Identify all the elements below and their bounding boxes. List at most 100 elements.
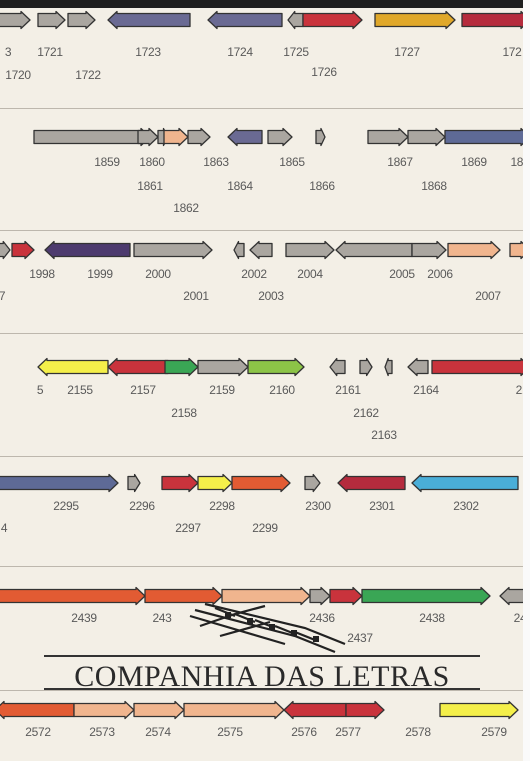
- gene-label: 2158: [171, 406, 197, 420]
- track-divider: [0, 566, 530, 567]
- gene-label: 243: [152, 611, 172, 625]
- gene-arrow: [359, 357, 373, 377]
- logo-bottom-rule: [44, 688, 480, 690]
- gene-label: 1859: [94, 155, 120, 169]
- gene-arrow: [329, 586, 363, 606]
- gene-arrow: [197, 473, 233, 493]
- gene-label: 2573: [89, 725, 115, 739]
- gene-label: 2301: [369, 499, 395, 513]
- gene-label: 2005: [389, 267, 415, 281]
- gene-arrow: [287, 10, 304, 30]
- gene-arrow: [315, 127, 326, 147]
- gene-label: 1863: [203, 155, 229, 169]
- gene-arrow: [133, 240, 213, 260]
- gene-label: 2298: [209, 499, 235, 513]
- gene-arrow: [309, 586, 331, 606]
- gene-label: 3: [4, 45, 12, 59]
- gene-label: 2577: [335, 725, 361, 739]
- gene-label: 172: [502, 45, 522, 59]
- gene-label: 2302: [453, 499, 479, 513]
- track-6: [0, 586, 530, 606]
- gene-arrow: [207, 10, 283, 30]
- gene-label: 1867: [387, 155, 413, 169]
- gene-label: 1861: [137, 179, 163, 193]
- track-divider: [0, 456, 530, 457]
- gene-label: 2160: [269, 383, 295, 397]
- track-3: [0, 240, 530, 260]
- gene-arrow: [161, 473, 199, 493]
- gene-arrow: [137, 127, 159, 147]
- gene-arrow: [197, 357, 249, 377]
- gene-label: 2002: [241, 267, 267, 281]
- gene-arrow: [267, 127, 293, 147]
- logo-top-rule: [44, 655, 480, 657]
- gene-label: 2000: [145, 267, 171, 281]
- gene-arrow: [37, 10, 66, 30]
- gene-arrow: [283, 700, 347, 720]
- gene-label: 1868: [421, 179, 447, 193]
- gene-arrow: [44, 240, 131, 260]
- gene-arrow: [367, 127, 409, 147]
- gene-arrow: [0, 10, 31, 30]
- gene-arrow: [407, 357, 429, 377]
- gene-arrow: [0, 240, 11, 260]
- gene-arrow: [384, 357, 393, 377]
- gene-arrow: [407, 127, 446, 147]
- gene-label: 1722: [75, 68, 101, 82]
- gene-arrow: [107, 10, 191, 30]
- track-1: [0, 10, 530, 30]
- gene-label: 2001: [183, 289, 209, 303]
- gene-arrow: [0, 473, 119, 493]
- gene-arrow: [33, 127, 151, 147]
- gene-label: 2300: [305, 499, 331, 513]
- gene-arrow: [37, 357, 109, 377]
- gene-label: 1864: [227, 179, 253, 193]
- right-edge: [523, 0, 530, 761]
- gene-label: 2438: [419, 611, 445, 625]
- gene-label: 1860: [139, 155, 165, 169]
- gene-label: 2157: [130, 383, 156, 397]
- gene-arrow: [233, 240, 245, 260]
- gene-label: 1999: [87, 267, 113, 281]
- gene-arrow: [329, 357, 346, 377]
- gene-label: 2162: [353, 406, 379, 420]
- gene-label: 1723: [135, 45, 161, 59]
- gene-arrow: [444, 127, 530, 147]
- gene-label: 2297: [175, 521, 201, 535]
- gene-arrow: [411, 240, 447, 260]
- gene-arrow: [302, 10, 363, 30]
- track-divider: [0, 333, 530, 334]
- gene-label: 2436: [309, 611, 335, 625]
- top-dark-band: [0, 0, 530, 8]
- gene-label: 2576: [291, 725, 317, 739]
- gene-label: 2007: [475, 289, 501, 303]
- gene-label: 2578: [405, 725, 431, 739]
- gene-arrow: [335, 240, 413, 260]
- gene-arrow: [231, 473, 291, 493]
- gene-arrow: [361, 586, 491, 606]
- gene-arrow: [439, 700, 519, 720]
- chain-drawing-icon: [189, 602, 346, 654]
- track-5: [0, 473, 519, 493]
- gene-arrow: [221, 586, 311, 606]
- gene-label: 4: [0, 521, 8, 535]
- publisher-logo-text: COMPANHIA DAS LETRAS: [74, 660, 450, 693]
- track-divider: [0, 230, 530, 231]
- gene-arrow: [285, 240, 335, 260]
- gene-arrow: [337, 473, 406, 493]
- gene-arrow: [11, 240, 35, 260]
- gene-label: 2572: [25, 725, 51, 739]
- gene-label: 7: [0, 289, 6, 303]
- gene-label: 2006: [427, 267, 453, 281]
- gene-label: 2579: [481, 725, 507, 739]
- gene-arrow: [227, 127, 263, 147]
- track-7: [0, 700, 519, 720]
- gene-label: 1727: [394, 45, 420, 59]
- gene-label: 1866: [309, 179, 335, 193]
- gene-label: 2164: [413, 383, 439, 397]
- gene-label: 2437: [347, 631, 373, 645]
- gene-arrow: [247, 357, 305, 377]
- gene-label: 2004: [297, 267, 323, 281]
